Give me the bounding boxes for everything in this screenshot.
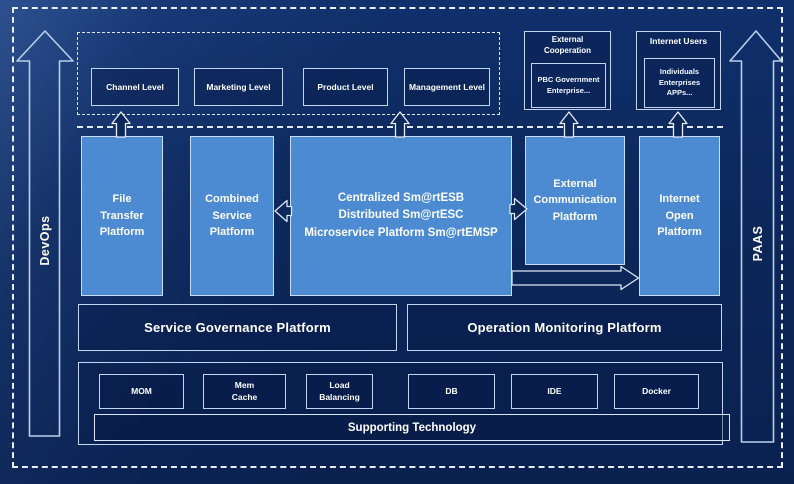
tech-box-mom: MOM xyxy=(99,374,184,409)
devops-rail-label: DevOps xyxy=(37,215,52,266)
internet-users-members: Individuals Enterprises APPs... xyxy=(644,58,715,108)
external-cooperation-members: PBC Government Enterprise... xyxy=(531,63,606,108)
platform-esb-core: Centralized Sm@rtESB Distributed Sm@rtES… xyxy=(290,136,512,296)
platform-internet-open: Internet Open Platform xyxy=(639,136,720,296)
internet-users-box: Internet Users Individuals Enterprises A… xyxy=(636,31,721,110)
platform-combined-service: Combined Service Platform xyxy=(190,136,274,296)
tech-box-db: DB xyxy=(408,374,495,409)
level-box-management: Management Level xyxy=(404,68,490,106)
internet-users-title: Internet Users xyxy=(649,36,708,46)
level-box-channel: Channel Level xyxy=(91,68,179,106)
level-box-marketing: Marketing Level xyxy=(194,68,283,106)
tech-box-ide: IDE xyxy=(511,374,598,409)
service-governance-platform-box: Service Governance Platform xyxy=(78,304,397,351)
supporting-technology-bar: Supporting Technology xyxy=(94,414,730,441)
level-box-product: Product Level xyxy=(303,68,388,106)
platform-external-communication: External Communication Platform xyxy=(525,136,625,265)
levels-group-box: Channel Level Marketing Level Product Le… xyxy=(77,32,500,115)
operation-monitoring-platform-box: Operation Monitoring Platform xyxy=(407,304,722,351)
supporting-technology-group: MOM Mem Cache Load Balancing DB IDE Dock… xyxy=(78,362,730,445)
platform-file-transfer: File Transfer Platform xyxy=(81,136,163,296)
tech-box-docker: Docker xyxy=(614,374,699,409)
tech-box-mem-cache: Mem Cache xyxy=(203,374,286,409)
external-cooperation-title: External Cooperation xyxy=(543,35,592,55)
paas-rail-label: PAAS xyxy=(750,225,765,262)
tech-box-load-balancing: Load Balancing xyxy=(306,374,373,409)
layer-separator-dashed-line xyxy=(77,126,723,128)
external-cooperation-box: External Cooperation PBC Government Ente… xyxy=(524,31,611,110)
